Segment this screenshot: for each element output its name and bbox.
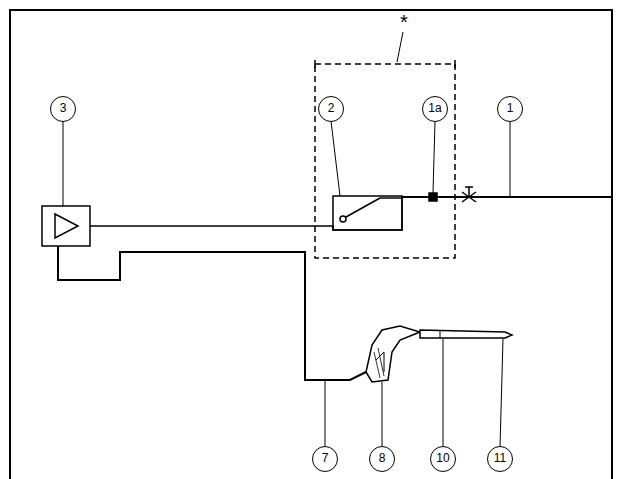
leader-line [397, 32, 403, 62]
filter-symbol [429, 193, 437, 201]
leader-line [382, 382, 383, 447]
callout-number: 1 [497, 96, 523, 122]
frame [10, 10, 612, 479]
leader-line [510, 121, 511, 197]
leader-line [63, 121, 64, 206]
leader-line [331, 121, 340, 196]
grip-texture [374, 348, 384, 378]
switch-lever [380, 197, 402, 199]
callout-number: 8 [369, 446, 395, 472]
wire [90, 196, 402, 230]
pressure-switch [333, 196, 402, 230]
callout-number: 7 [312, 446, 338, 472]
bracket-ticks [315, 60, 455, 68]
callout-number: 2 [318, 96, 344, 122]
leader-line [325, 380, 326, 447]
valve-symbol [462, 187, 476, 202]
group-box [315, 64, 455, 258]
lance-joint [440, 330, 441, 338]
pump-symbol [42, 206, 90, 246]
callout-number: 10 [430, 446, 456, 472]
callout-number: 3 [50, 96, 76, 122]
group-marker: * [398, 12, 410, 32]
spray-gun [366, 326, 420, 382]
lance [420, 330, 512, 338]
leader-line [500, 339, 503, 447]
switch-lever [346, 198, 380, 217]
leader-line [443, 339, 444, 447]
callout-number: 11 [487, 446, 513, 472]
pump-triangle [55, 214, 78, 238]
hose [58, 246, 366, 380]
switch-contact [340, 216, 346, 222]
leader-line [433, 121, 435, 193]
callout-number: 1a [422, 96, 448, 122]
